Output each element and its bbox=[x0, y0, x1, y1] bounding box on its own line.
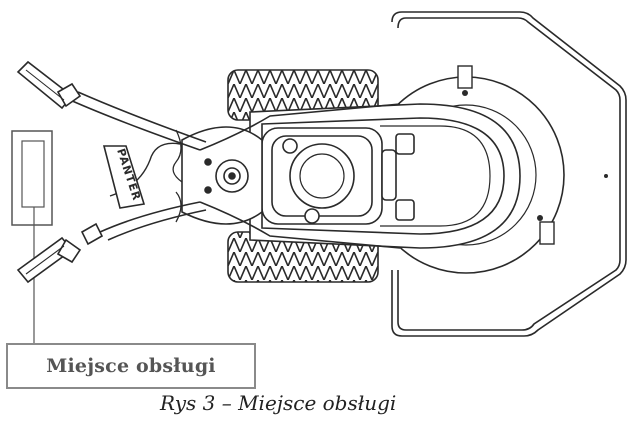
brand-plate: PANTER bbox=[102, 145, 146, 209]
operator-position-label: Miejsce obsługi bbox=[6, 343, 256, 389]
figure-caption: Rys 3 – Miejsce obsługi bbox=[160, 391, 397, 415]
handle-grip-bottom bbox=[16, 222, 104, 284]
operator-position-marker bbox=[11, 130, 53, 345]
mower-deck-guard bbox=[391, 11, 627, 337]
handle-grip-top bbox=[16, 60, 82, 110]
engine-unit bbox=[261, 127, 415, 225]
axle-hub bbox=[181, 126, 263, 225]
